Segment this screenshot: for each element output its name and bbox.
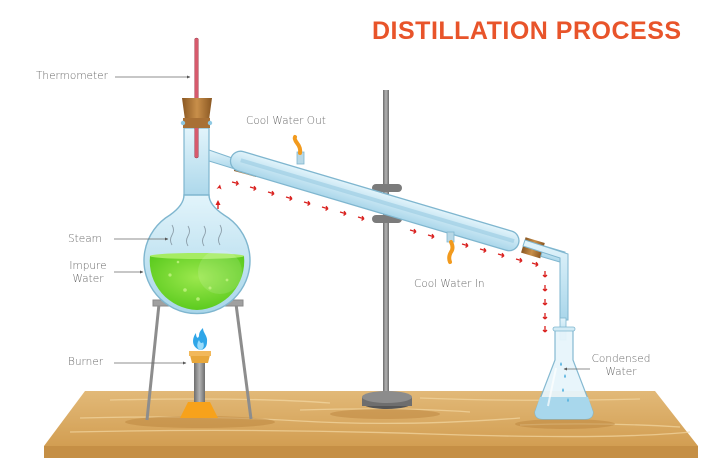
label-condensed-water-line1: Condensed [591, 353, 651, 365]
retort-stand [362, 90, 412, 409]
label-burner: Burner [68, 356, 104, 368]
label-cool-water-out: Cool Water Out [246, 115, 326, 127]
label-impure-water: Impure Water [66, 260, 110, 286]
bunsen-burner [180, 328, 218, 418]
water-droplet-icon [560, 362, 569, 402]
cork-stopper [180, 98, 213, 128]
liebig-condenser [229, 135, 569, 341]
label-impure-water-line2: Water [72, 273, 104, 285]
conical-flask [534, 326, 594, 420]
arrow-down-icon [542, 271, 548, 333]
arrow-up-icon [215, 184, 222, 209]
flow-arrows [215, 180, 548, 333]
label-impure-water-line1: Impure [69, 260, 107, 272]
label-steam: Steam [68, 233, 102, 245]
flame-icon [193, 328, 208, 350]
label-thermometer: Thermometer [36, 70, 108, 82]
steam-icon [170, 224, 222, 247]
page-title: DISTILLATION PROCESS [372, 17, 682, 45]
label-cool-water-in: Cool Water In [414, 278, 485, 290]
leader-lines [114, 75, 590, 371]
label-condensed-water: Condensed Water [588, 353, 654, 379]
label-condensed-water-line2: Water [605, 366, 637, 378]
round-bottom-flask [143, 127, 251, 315]
arrow-right-icon [231, 180, 539, 267]
